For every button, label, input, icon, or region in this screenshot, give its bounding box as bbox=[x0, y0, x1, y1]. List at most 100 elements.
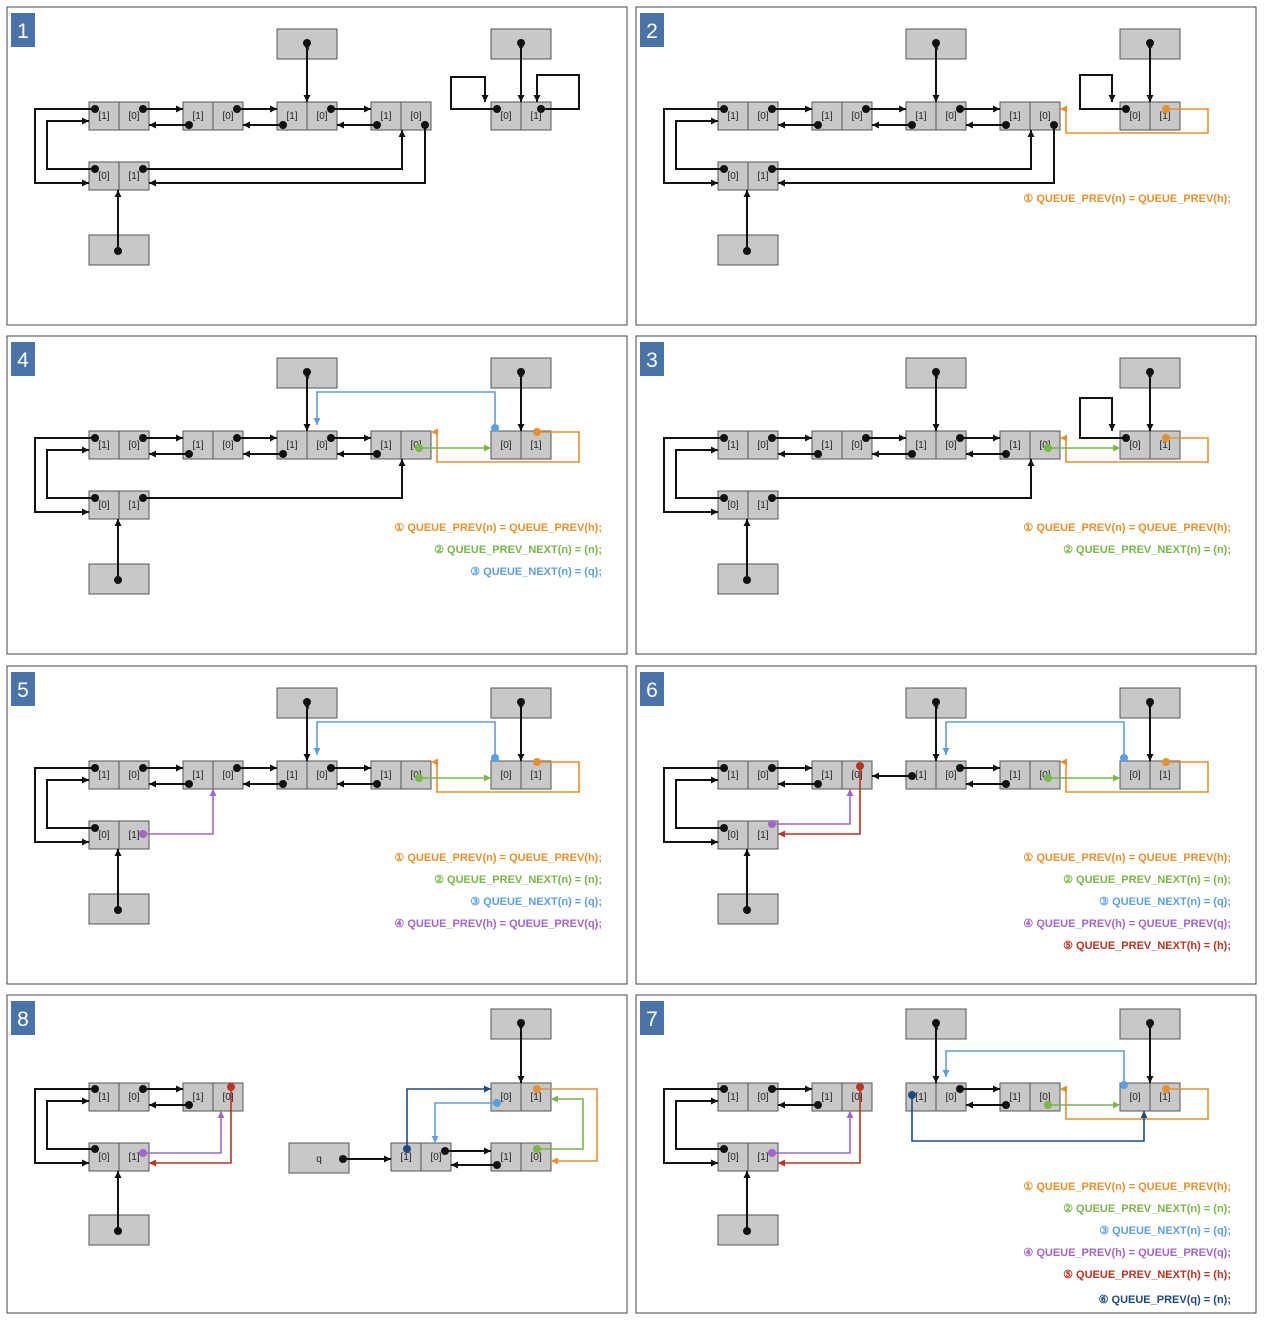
head-prev-arrow bbox=[772, 789, 854, 825]
slot-label: [1] bbox=[1009, 770, 1020, 781]
pointer-dot bbox=[139, 764, 147, 772]
slot-label: [1] bbox=[286, 770, 297, 781]
slot-label: [0] bbox=[727, 1152, 738, 1163]
pointer-dot bbox=[91, 105, 99, 113]
slot-label: [1] bbox=[1009, 440, 1020, 451]
node-n: [0][1] bbox=[1119, 101, 1181, 131]
pointer-dot bbox=[720, 105, 728, 113]
pointer-dot bbox=[185, 1101, 193, 1109]
slot-label: [0] bbox=[410, 111, 421, 122]
slot-label: [0] bbox=[530, 1152, 541, 1163]
head-prev-arrow bbox=[772, 1111, 854, 1154]
pointer-dot bbox=[533, 758, 541, 766]
slot-label: [1] bbox=[821, 1092, 832, 1103]
step-number: 4 bbox=[17, 349, 29, 372]
node-head: [0][1] bbox=[88, 490, 150, 520]
pointer-dot bbox=[233, 434, 241, 442]
node-n: [0][1] bbox=[490, 430, 552, 460]
pointer-dot bbox=[908, 1091, 916, 1099]
legend-line: ③ QUEUE_NEXT(n) = (q); bbox=[1099, 1225, 1231, 1237]
pointer-dot bbox=[768, 165, 776, 173]
step-panel-3: 3[1][0][1][0][1][0][1][0][0][1]qnh[0][1]… bbox=[635, 335, 1257, 655]
n-next-to-q-arrow bbox=[431, 1102, 497, 1143]
slot-label: [0] bbox=[500, 440, 511, 451]
pointer-dot bbox=[185, 780, 193, 788]
slot-label: [1] bbox=[128, 830, 139, 841]
pointer-dot bbox=[139, 105, 147, 113]
variable-box bbox=[288, 1142, 350, 1174]
n-prev-arrow bbox=[431, 758, 580, 793]
tail-next-arrow bbox=[778, 125, 1055, 187]
slot-label: [1] bbox=[128, 171, 139, 182]
node-n: [0][1] bbox=[490, 1082, 552, 1112]
step-number: 1 bbox=[17, 20, 29, 43]
node-a: [1][0] bbox=[88, 760, 150, 790]
pointer-dot bbox=[720, 494, 728, 502]
n-self-loop bbox=[450, 76, 497, 110]
head-next-arrow bbox=[143, 130, 406, 170]
legend-line: ① QUEUE_PREV(n) = QUEUE_PREV(h); bbox=[1023, 193, 1231, 205]
pointer-dot bbox=[768, 1149, 776, 1157]
pointer-dot bbox=[339, 1155, 347, 1163]
pointer-dot bbox=[856, 1083, 864, 1091]
slot-label: [0] bbox=[945, 1092, 956, 1103]
pointer-dot bbox=[91, 764, 99, 772]
slot-label: [1] bbox=[98, 1092, 109, 1103]
loop-arrow bbox=[46, 1097, 95, 1150]
n-next-to-q-arrow bbox=[942, 1050, 1125, 1085]
step-number: 2 bbox=[646, 20, 658, 43]
n-prev-arrow bbox=[431, 428, 580, 463]
slot-label: [1] bbox=[530, 1092, 541, 1103]
node-head: [0][1] bbox=[88, 1142, 150, 1172]
var-q: q bbox=[288, 1142, 350, 1174]
slot-label: [1] bbox=[1009, 1092, 1020, 1103]
slot-label: [0] bbox=[851, 770, 862, 781]
node-head: [0][1] bbox=[88, 820, 150, 850]
tail-next-arrow bbox=[149, 125, 426, 187]
tail-next-to-n-arrow bbox=[537, 1095, 584, 1150]
pointer-dot bbox=[1162, 105, 1170, 113]
node-q: [1][0] bbox=[276, 101, 338, 131]
pointer-dot bbox=[1050, 121, 1058, 129]
n-next-to-q-arrow bbox=[313, 391, 496, 428]
legend-line: ② QUEUE_PREV_NEXT(n) = (n); bbox=[1063, 544, 1231, 556]
pointer-dot bbox=[233, 764, 241, 772]
pointer-dot bbox=[908, 121, 916, 129]
pointer-dot bbox=[1162, 758, 1170, 766]
loop-arrow bbox=[663, 1088, 724, 1167]
head-next-arrow bbox=[772, 130, 1035, 170]
slot-label: [1] bbox=[98, 770, 109, 781]
pointer-dot bbox=[491, 424, 499, 432]
slot-label: [0] bbox=[1039, 111, 1050, 122]
pointer-dot bbox=[720, 824, 728, 832]
node-n: [0][1] bbox=[1119, 760, 1181, 790]
slot-label: [1] bbox=[915, 770, 926, 781]
node-a: [1][0] bbox=[717, 101, 779, 131]
pointer-dot bbox=[533, 1085, 541, 1093]
node-q: [1][0] bbox=[276, 430, 338, 460]
pointer-dot bbox=[720, 764, 728, 772]
loop-arrow bbox=[663, 437, 724, 516]
loop-arrow bbox=[34, 437, 95, 516]
pointer-dot bbox=[91, 494, 99, 502]
n-prev-arrow bbox=[1060, 105, 1209, 134]
pointer-dot bbox=[373, 780, 381, 788]
node-head: [0][1] bbox=[88, 161, 150, 191]
pointer-dot bbox=[403, 1145, 411, 1153]
slot-label: [0] bbox=[1129, 1092, 1140, 1103]
pointer-dot bbox=[421, 121, 429, 129]
head-next-arrow bbox=[143, 789, 217, 835]
pointer-dot bbox=[139, 830, 147, 838]
legend-line: ① QUEUE_PREV(n) = QUEUE_PREV(h); bbox=[1023, 852, 1231, 864]
n-prev-arrow bbox=[1060, 758, 1209, 793]
slot-label: [0] bbox=[500, 770, 511, 781]
slot-label: [0] bbox=[757, 1092, 768, 1103]
slot-label: [1] bbox=[286, 111, 297, 122]
slot-label: [0] bbox=[430, 1152, 441, 1163]
loop-arrow bbox=[46, 117, 95, 170]
slot-label: [1] bbox=[286, 440, 297, 451]
slot-label: [0] bbox=[1129, 440, 1140, 451]
legend-line: ④ QUEUE_PREV(h) = QUEUE_PREV(q); bbox=[394, 918, 602, 930]
node-b: [1][0] bbox=[811, 430, 873, 460]
pointer-dot bbox=[956, 434, 964, 442]
